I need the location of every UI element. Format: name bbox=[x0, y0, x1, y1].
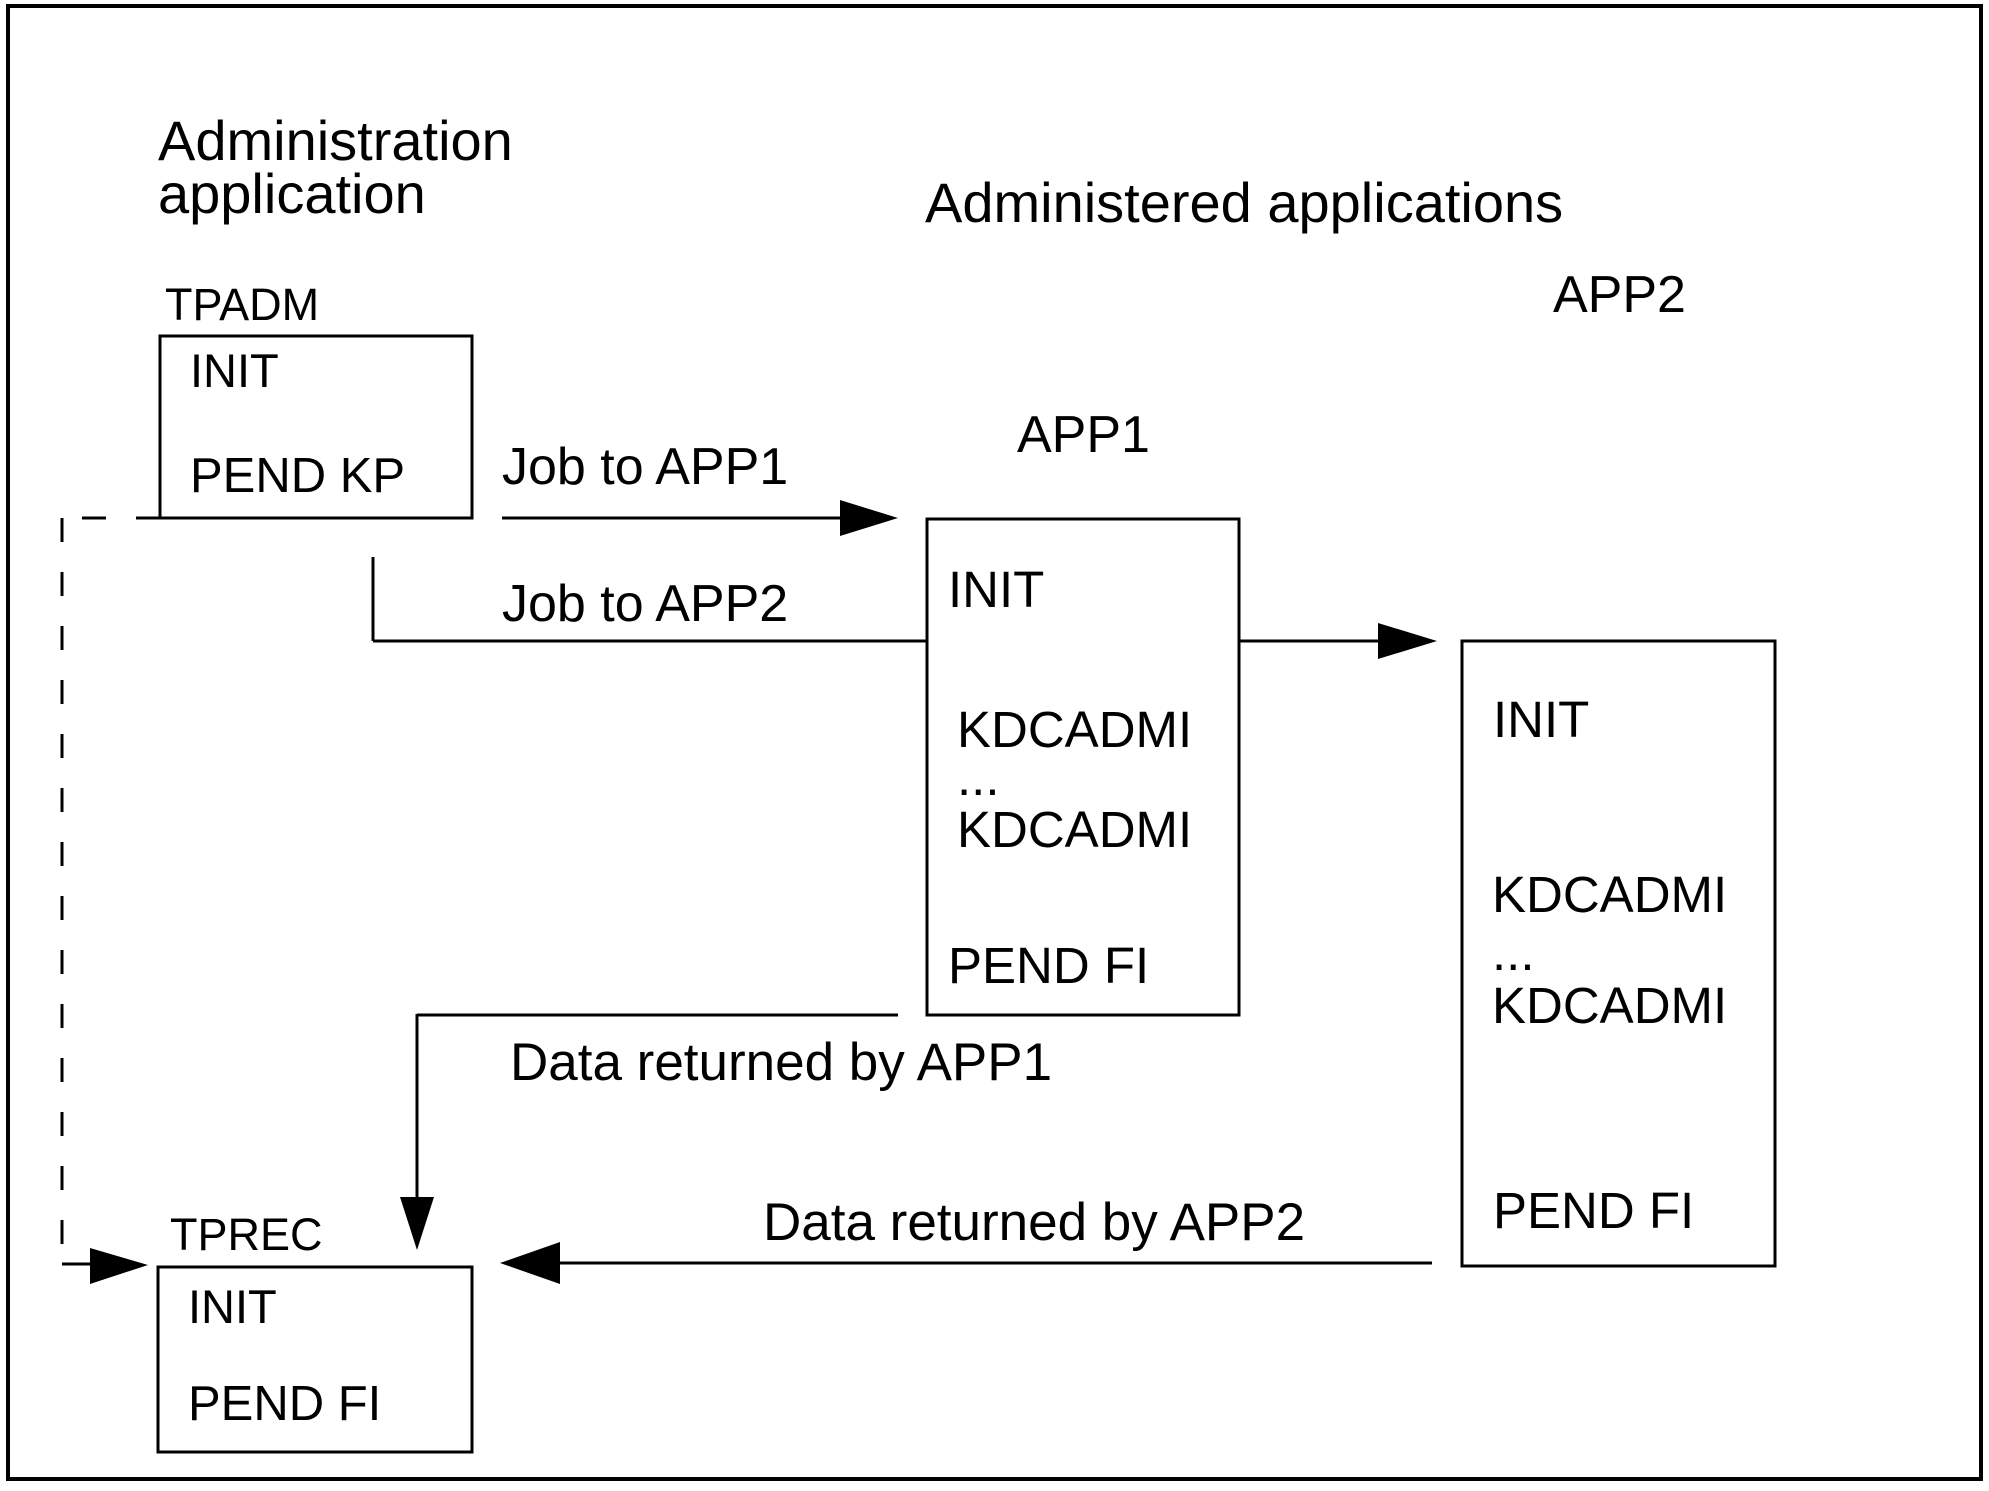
tprec-init-text: INIT bbox=[188, 1280, 277, 1333]
tpadm-box bbox=[158, 334, 474, 520]
app1-box bbox=[925, 517, 1241, 1017]
tpadm-label: TPADM bbox=[165, 279, 319, 330]
tprec-label: TPREC bbox=[170, 1209, 323, 1260]
app1-kdcadmi-text-1: KDCADMI bbox=[957, 701, 1192, 758]
app2-kdcadmi-text-1: KDCADMI bbox=[1492, 866, 1727, 923]
admin-application-header-line1: Administration bbox=[158, 109, 513, 172]
app1-kdcadmi-text-2: KDCADMI bbox=[957, 801, 1192, 858]
job-to-app1-label: Job to APP1 bbox=[502, 438, 788, 496]
app2-pend-fi-text: PEND FI bbox=[1493, 1182, 1694, 1239]
dashed-link-arrowhead-icon bbox=[90, 1248, 148, 1284]
app1-init-text: INIT bbox=[948, 561, 1044, 618]
data-from-app2-label: Data returned by APP2 bbox=[763, 1193, 1305, 1252]
tpadm-init-text: INIT bbox=[190, 344, 279, 397]
admin-application-header-line2: application bbox=[158, 162, 426, 225]
job-to-app1-arrowhead-icon bbox=[840, 500, 898, 536]
tprec-box bbox=[156, 1265, 474, 1454]
job-to-app2-arrowhead-icon bbox=[1378, 623, 1437, 659]
app2-title: APP2 bbox=[1553, 266, 1686, 324]
job-to-app2-label: Job to APP2 bbox=[502, 575, 788, 633]
app2-kdcadmi-text-2: KDCADMI bbox=[1492, 977, 1727, 1034]
data-from-app2-arrowhead-icon bbox=[500, 1242, 560, 1284]
tpadm-pend-kp-text: PEND KP bbox=[190, 449, 405, 503]
app2-ellipsis-text: ... bbox=[1492, 924, 1535, 981]
data-from-app1-label: Data returned by APP1 bbox=[510, 1033, 1052, 1092]
data-from-app1-arrowhead-icon bbox=[400, 1197, 434, 1250]
app2-init-text: INIT bbox=[1493, 691, 1589, 748]
app1-ellipsis-text: ... bbox=[957, 749, 1000, 806]
app1-pend-fi-text: PEND FI bbox=[948, 937, 1149, 994]
outer-border bbox=[6, 4, 1983, 1481]
app2-box bbox=[1460, 639, 1777, 1268]
app1-title: APP1 bbox=[1017, 406, 1150, 464]
tprec-pend-fi-text: PEND FI bbox=[188, 1377, 381, 1431]
administered-applications-header: Administered applications bbox=[925, 171, 1563, 234]
